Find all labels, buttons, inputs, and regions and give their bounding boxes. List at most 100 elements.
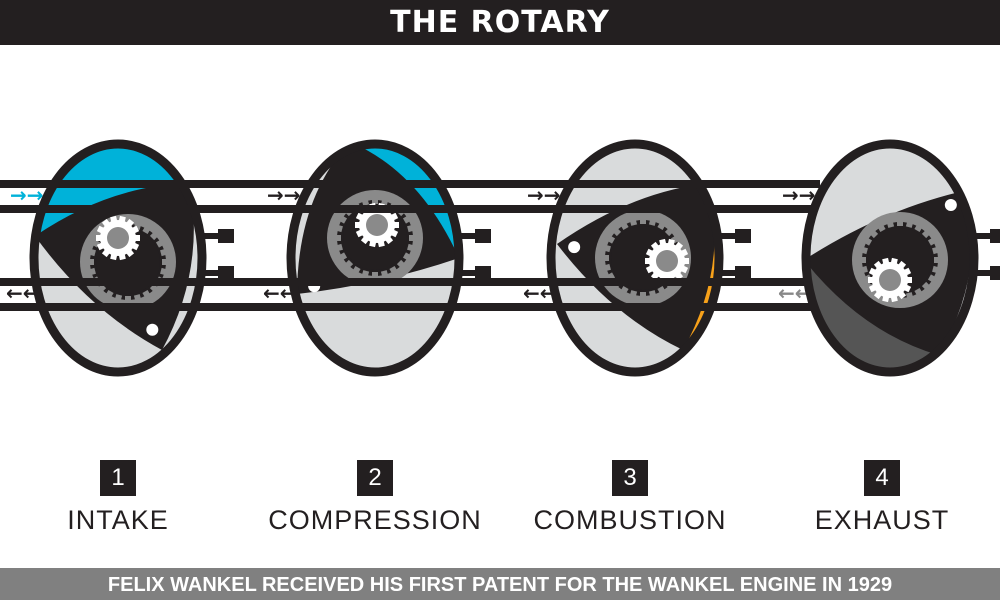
gear-tooth bbox=[932, 265, 940, 274]
gear-tooth bbox=[160, 267, 168, 276]
spark-plug-icon bbox=[974, 233, 998, 239]
spark-plug-icon bbox=[459, 233, 483, 239]
housing bbox=[29, 139, 207, 377]
gear-tooth bbox=[88, 267, 96, 276]
gear-tooth bbox=[96, 235, 102, 241]
gear-tooth bbox=[402, 252, 412, 261]
gear-tooth bbox=[640, 218, 646, 224]
rotor-marker bbox=[944, 198, 957, 211]
spark-plug-icon bbox=[202, 270, 226, 276]
gear-tooth bbox=[125, 296, 131, 302]
gear-tooth bbox=[407, 243, 415, 252]
exhaust-port bbox=[0, 303, 820, 311]
gear-tooth bbox=[886, 220, 895, 228]
gear-tooth bbox=[133, 294, 142, 302]
gear-tooth bbox=[114, 294, 123, 302]
spark-plug-icon bbox=[974, 270, 998, 276]
gear-tooth bbox=[906, 277, 912, 283]
gear-tooth bbox=[927, 237, 937, 246]
engine-4: →→←← bbox=[0, 139, 1000, 377]
gear-tooth bbox=[355, 222, 361, 228]
gear-tooth bbox=[934, 257, 940, 263]
pinion-hub bbox=[107, 227, 129, 249]
gear-tooth bbox=[160, 248, 168, 257]
housing bbox=[546, 139, 724, 377]
gear-tooth bbox=[648, 218, 657, 226]
gear-tooth bbox=[897, 220, 903, 226]
gear-tooth bbox=[402, 215, 412, 224]
housing bbox=[286, 139, 464, 377]
gear-tooth bbox=[361, 270, 370, 278]
gear-tooth bbox=[338, 252, 348, 261]
intake-arrow-icon: →→ bbox=[782, 183, 816, 207]
gear-tooth bbox=[372, 198, 378, 204]
gear-tooth bbox=[162, 259, 168, 265]
engine-diagrams: →→←←→→←←→→←←→→←← bbox=[0, 139, 1000, 377]
rotor-marker bbox=[568, 241, 581, 254]
gear-tooth bbox=[361, 198, 370, 206]
gear-tooth bbox=[142, 289, 151, 299]
step-number: 2 bbox=[357, 460, 393, 496]
spark-plug-icon bbox=[475, 229, 491, 243]
gear-tooth bbox=[142, 225, 151, 235]
gear-tooth bbox=[860, 246, 868, 255]
pinion-hub bbox=[656, 250, 678, 272]
gear-tooth bbox=[407, 224, 415, 233]
spark-plug-icon bbox=[459, 270, 483, 276]
spark-plug-icon bbox=[218, 266, 234, 280]
gear-tooth bbox=[860, 265, 868, 274]
gear-tooth bbox=[905, 292, 914, 300]
spark-plug-icon bbox=[735, 266, 751, 280]
gear-tooth bbox=[155, 239, 165, 248]
gear-tooth bbox=[603, 255, 609, 261]
gear-tooth bbox=[868, 277, 874, 283]
gear-tooth bbox=[657, 285, 666, 295]
gear-tooth bbox=[389, 265, 398, 275]
gear-tooth bbox=[645, 258, 651, 264]
gear-tooth bbox=[860, 257, 866, 263]
gear-tooth bbox=[657, 221, 666, 231]
spark-plug-icon bbox=[475, 266, 491, 280]
gear-tooth bbox=[409, 235, 415, 241]
gear-tooth bbox=[905, 220, 914, 228]
exhaust-port bbox=[0, 278, 820, 286]
intake-port bbox=[0, 180, 820, 188]
step-label: COMBUSTION bbox=[533, 505, 727, 535]
spark-plug-icon bbox=[990, 229, 1000, 243]
gear-tooth bbox=[393, 222, 399, 228]
step-number: 1 bbox=[100, 460, 136, 496]
engine-1: →→←← bbox=[0, 139, 234, 377]
spark-plug-icon bbox=[202, 233, 226, 239]
gear-tooth bbox=[88, 259, 94, 265]
gear-tooth bbox=[134, 235, 140, 241]
gear-tooth bbox=[105, 289, 114, 299]
gear-tooth bbox=[932, 246, 940, 255]
step-label: COMPRESSION bbox=[268, 505, 482, 535]
gear-tooth bbox=[648, 290, 657, 298]
spark-plug-icon bbox=[735, 229, 751, 243]
intake-port bbox=[0, 205, 820, 213]
spark-plug-icon bbox=[719, 233, 743, 239]
spark-plug-icon bbox=[719, 270, 743, 276]
step-number: 4 bbox=[864, 460, 900, 496]
gear-tooth bbox=[338, 215, 348, 224]
gear-tooth bbox=[335, 235, 341, 241]
title-bar: THE ROTARY bbox=[0, 0, 1000, 45]
gear-tooth bbox=[606, 235, 616, 244]
footer-banner: FELIX WANKEL RECEIVED HIS FIRST PATENT F… bbox=[0, 568, 1000, 600]
rotor-marker bbox=[146, 323, 159, 336]
gear-tooth bbox=[914, 287, 923, 297]
gear-tooth bbox=[603, 244, 611, 253]
housing bbox=[801, 139, 979, 377]
gear-tooth bbox=[927, 274, 937, 283]
gear-tooth bbox=[640, 292, 646, 298]
gear-tooth bbox=[380, 270, 389, 278]
gear-tooth bbox=[629, 218, 638, 226]
step-label: INTAKE bbox=[67, 505, 169, 535]
gear-tooth bbox=[620, 221, 629, 231]
step-label: EXHAUST bbox=[814, 505, 950, 535]
